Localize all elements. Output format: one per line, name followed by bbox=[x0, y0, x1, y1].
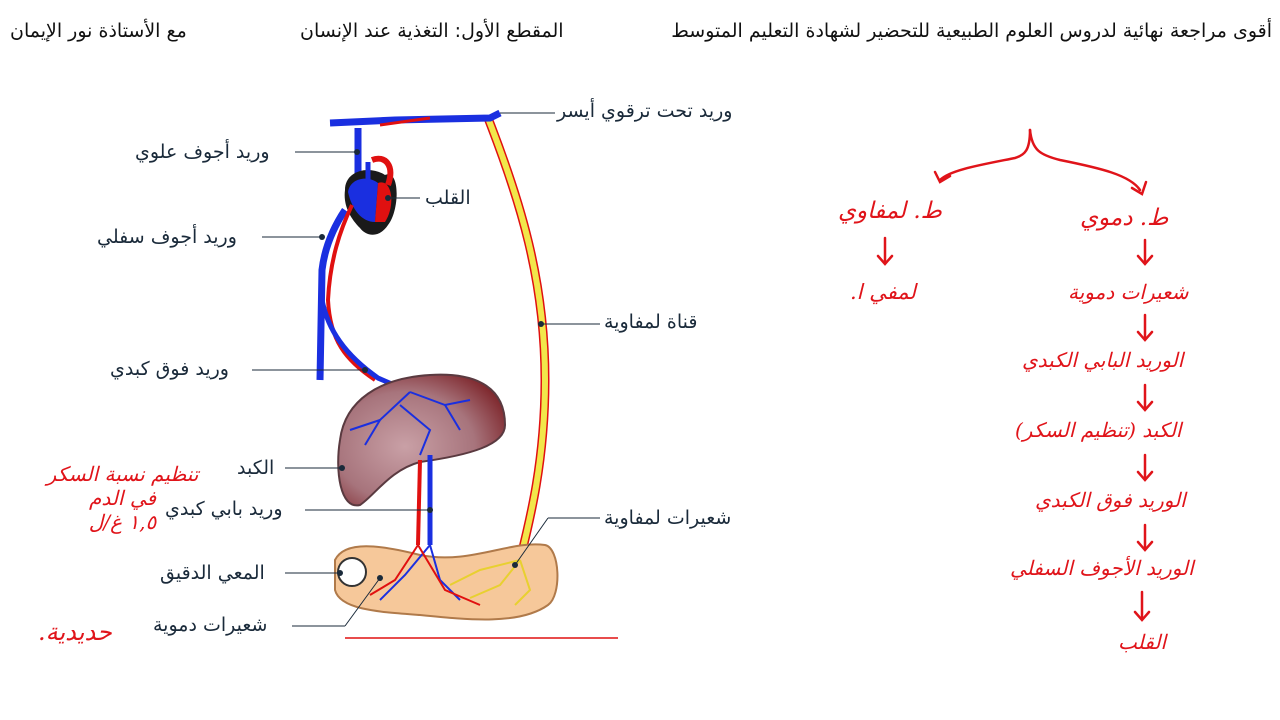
lymph-duct-fill bbox=[485, 116, 549, 561]
subclavian-vein-shape bbox=[329, 109, 502, 127]
flow-step-6: القلب bbox=[1118, 630, 1167, 654]
label-lymph-capillaries: شعيرات لمفاوية bbox=[604, 507, 732, 529]
label-small-intestine: المعي الدقيق bbox=[160, 562, 265, 584]
brace-left-branch bbox=[938, 128, 1032, 182]
note-regulate-sugar: تنظيم نسبة السكر في الدم ١,٥ غ/ل bbox=[30, 462, 215, 534]
flow-step-3: الكبد (تنظيم السكر) bbox=[1015, 418, 1182, 442]
hepatic-vein-shape bbox=[319, 299, 412, 395]
label-inferior-vena-cava: وريد أجوف سفلي bbox=[97, 226, 237, 248]
flow-step-1: شعيرات دموية bbox=[1068, 280, 1189, 304]
liver-shape bbox=[337, 373, 507, 507]
note-iron: حديدية. bbox=[38, 618, 112, 646]
label-blood-capillaries: شعيرات دموية bbox=[153, 614, 268, 636]
inferior-vena-cava-shape bbox=[316, 208, 348, 381]
heart-shape bbox=[344, 155, 397, 235]
note-blood-route: ط. دموي bbox=[1080, 205, 1169, 231]
note-lymph-route: ط. لمفاوي bbox=[838, 198, 942, 224]
note-regulate-sugar-line-2: في الدم bbox=[88, 486, 157, 510]
label-left-subclavian-vein: وريد تحت ترقوي أيسر bbox=[557, 100, 733, 122]
label-heart: القلب bbox=[425, 187, 471, 209]
label-superior-vena-cava: وريد أجوف علوي bbox=[135, 141, 270, 163]
flow-step-2: الوريد البابي الكبدي bbox=[1022, 348, 1184, 372]
label-hepatic-vein: وريد فوق كبدي bbox=[110, 358, 229, 380]
flow-step-5: الوريد الأجوف السفلي bbox=[1010, 556, 1194, 580]
label-hepatic-portal-vein: وريد بابي كبدي bbox=[165, 498, 283, 520]
note-regulate-sugar-line-3: ١,٥ غ/ل bbox=[88, 510, 157, 534]
small-intestine-shape bbox=[334, 543, 559, 621]
header-course-title: أقوى مراجعة نهائية لدروس العلوم الطبيعية… bbox=[671, 20, 1272, 42]
brace-right-branch bbox=[1028, 128, 1142, 192]
header-unit-title: المقطع الأول: التغذية عند الإنسان bbox=[300, 20, 564, 42]
label-lymph-duct: قناة لمفاوية bbox=[604, 311, 698, 333]
note-regulate-sugar-line-1: تنظيم نسبة السكر bbox=[46, 462, 199, 486]
header-teacher: مع الأستاذة نور الإيمان bbox=[10, 20, 187, 42]
note-lymph-vessel: لمفي ا. bbox=[850, 280, 916, 304]
label-liver: الكبد bbox=[237, 457, 275, 479]
flow-step-4: الوريد فوق الكبدي bbox=[1035, 488, 1186, 512]
